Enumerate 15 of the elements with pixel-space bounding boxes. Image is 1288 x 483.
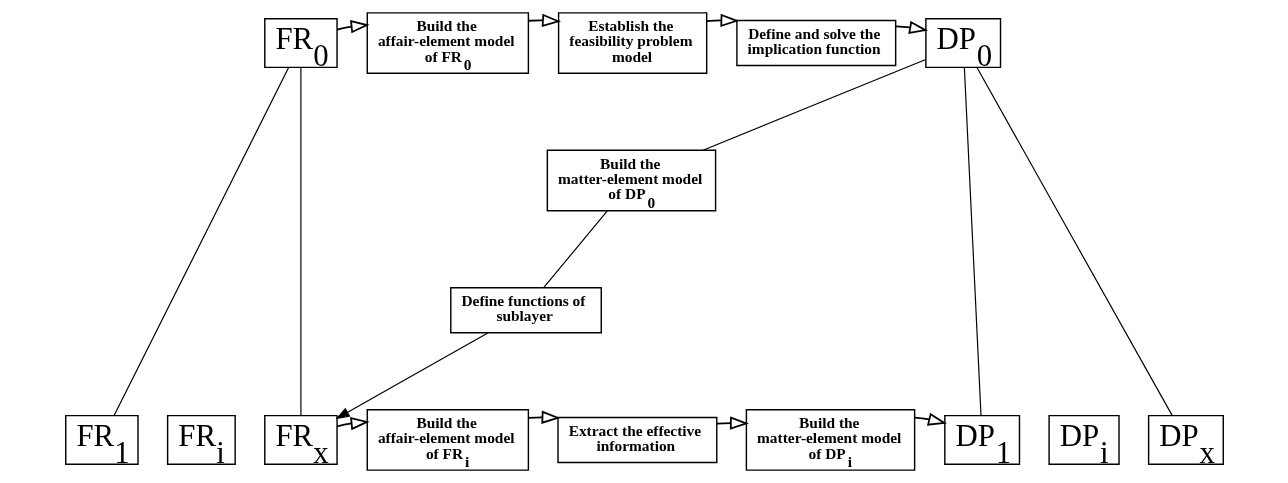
arrow — [335, 20, 370, 34]
arrow — [335, 416, 370, 431]
node-box: Define functions of sublayer — [449, 287, 602, 334]
node-box: Define and solve the implication function — [735, 19, 896, 67]
connector — [113, 67, 289, 417]
arrow — [715, 416, 749, 430]
arrow — [335, 332, 488, 420]
connector — [963, 67, 982, 417]
connector — [299, 67, 301, 417]
connector — [542, 210, 608, 289]
arrow — [913, 412, 947, 426]
connector — [701, 58, 926, 151]
node-box: Extract the effective information — [556, 416, 717, 464]
node-box: Establish the feasibility problem model — [557, 12, 707, 74]
connector — [975, 67, 1173, 417]
